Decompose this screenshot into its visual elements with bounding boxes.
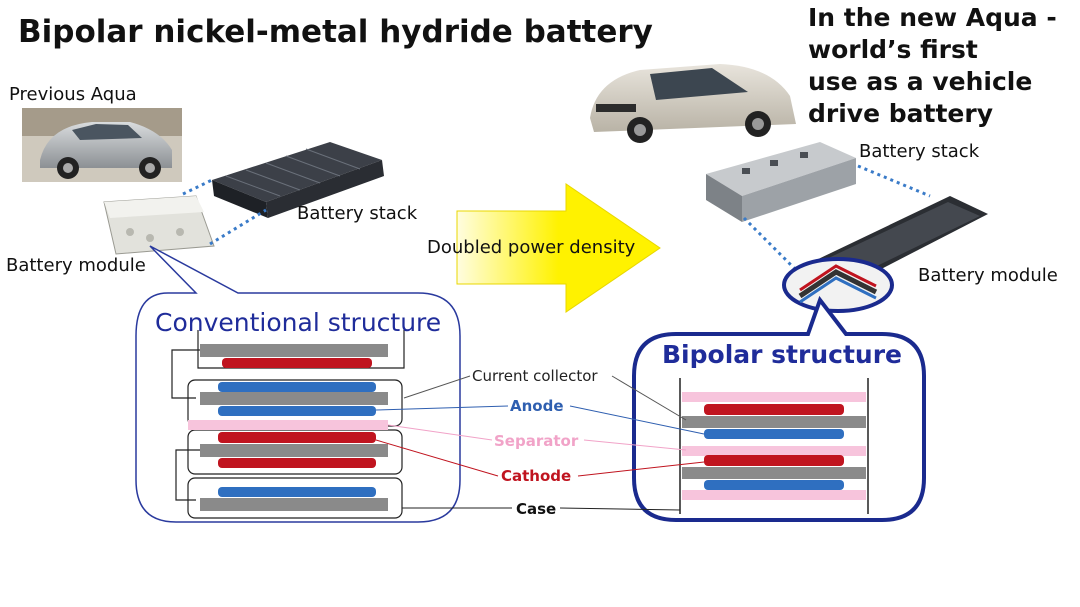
previous-aqua-label: Previous Aqua bbox=[9, 84, 137, 105]
previous-aqua-photo bbox=[22, 108, 182, 182]
headline-line-4: drive battery bbox=[808, 99, 993, 128]
separator-label: Separator bbox=[494, 432, 579, 450]
right-battery-stack-image bbox=[706, 142, 856, 222]
headline-block: In the new Aqua - world’s first use as a… bbox=[808, 2, 1057, 130]
callout-leader-lines bbox=[375, 375, 705, 511]
headline-line-3: use as a vehicle bbox=[808, 67, 1033, 96]
headline-line-1: In the new Aqua - bbox=[808, 3, 1057, 32]
new-aqua-photo bbox=[590, 64, 796, 143]
current-collector-label: Current collector bbox=[472, 367, 598, 385]
right-battery-module-label: Battery module bbox=[918, 265, 1058, 286]
page-title: Bipolar nickel-metal hydride battery bbox=[18, 14, 653, 50]
left-battery-module-image bbox=[103, 195, 215, 255]
bipolar-structure-drawing bbox=[679, 378, 869, 514]
conventional-structure-drawing bbox=[171, 330, 405, 519]
right-battery-stack-label: Battery stack bbox=[859, 141, 980, 162]
cathode-label: Cathode bbox=[501, 467, 572, 485]
case-label: Case bbox=[516, 500, 557, 518]
left-battery-module-label: Battery module bbox=[6, 255, 146, 276]
bipolar-structure-title: Bipolar structure bbox=[662, 340, 902, 369]
left-battery-stack-image bbox=[212, 142, 384, 218]
conventional-structure-title: Conventional structure bbox=[155, 308, 442, 337]
anode-label: Anode bbox=[510, 397, 564, 415]
bipolar-cross-section-highlight bbox=[782, 257, 894, 313]
arrow-label: Doubled power density bbox=[427, 237, 636, 258]
power-density-arrow bbox=[456, 183, 661, 313]
left-battery-stack-label: Battery stack bbox=[297, 203, 418, 224]
headline-line-2: world’s first bbox=[808, 35, 978, 64]
